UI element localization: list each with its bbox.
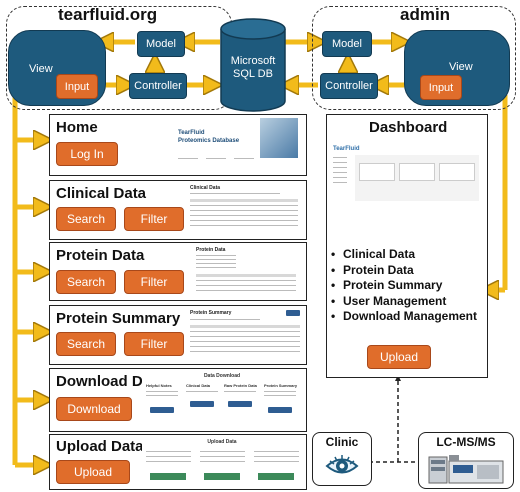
download-col-notes: Helpful Notes bbox=[146, 383, 172, 388]
summary-search-button[interactable]: Search bbox=[56, 332, 116, 356]
home-title: Home bbox=[56, 119, 98, 136]
upload-title: Upload Data bbox=[56, 438, 144, 455]
mass-spectrometer-icon bbox=[428, 455, 504, 484]
clinic-label: Clinic bbox=[325, 435, 359, 449]
summary-title: Protein Summary bbox=[56, 310, 181, 327]
download-col-clinical: Clinical Data bbox=[186, 383, 211, 388]
tearfluid-group-title: tearfluid.org bbox=[58, 5, 158, 24]
protein-filter-button[interactable]: Filter bbox=[124, 270, 184, 294]
db-label-line2: SQL DB bbox=[233, 68, 273, 80]
clinical-search-button[interactable]: Search bbox=[56, 207, 116, 231]
clinical-title: Clinical Data bbox=[56, 185, 147, 202]
download-title: Download Data bbox=[56, 373, 165, 390]
download-button[interactable]: Download bbox=[56, 397, 132, 421]
public-input-box: Input bbox=[56, 74, 98, 99]
dashboard-item-users[interactable]: User Management bbox=[331, 294, 477, 310]
home-thumbnail: TearFluid Proteomics Database bbox=[170, 118, 300, 172]
lcms-label: LC-MS/MS bbox=[436, 435, 496, 449]
dashboard-item-download-mgmt[interactable]: Download Management bbox=[331, 309, 477, 325]
dashboard-title: Dashboard bbox=[369, 119, 448, 136]
protein-thumb-title: Protein Data bbox=[196, 247, 226, 253]
protein-search-button[interactable]: Search bbox=[56, 270, 116, 294]
admin-group bbox=[312, 6, 516, 110]
lcms-box: LC-MS/MS bbox=[418, 432, 514, 489]
admin-model-box: Model bbox=[322, 31, 372, 57]
dashboard-upload-button[interactable]: Upload bbox=[367, 345, 431, 369]
protein-thumbnail: Protein Data bbox=[194, 245, 302, 297]
clinical-filter-button[interactable]: Filter bbox=[124, 207, 184, 231]
clinic-box: Clinic bbox=[312, 432, 372, 486]
public-model-box: Model bbox=[137, 31, 185, 57]
upload-data-button[interactable]: Upload bbox=[56, 460, 130, 484]
dashboard-item-protein[interactable]: Protein Data bbox=[331, 263, 477, 279]
protein-title: Protein Data bbox=[56, 247, 145, 264]
download-panel: Download Data Download Data Download Hel… bbox=[49, 368, 307, 432]
login-button[interactable]: Log In bbox=[56, 142, 118, 166]
sql-db-cylinder bbox=[220, 18, 286, 112]
summary-thumb-title: Protein Summary bbox=[190, 310, 232, 316]
home-photo bbox=[260, 118, 298, 158]
upload-thumbnail: Upload Data bbox=[142, 437, 302, 487]
admin-controller-box: Controller bbox=[320, 73, 378, 99]
clinical-panel: Clinical Data Search Filter Clinical Dat… bbox=[49, 180, 307, 240]
db-label-line1: Microsoft bbox=[230, 55, 276, 67]
admin-view-label: View bbox=[449, 61, 473, 73]
dashboard-thumbnail: TearFluid bbox=[331, 143, 483, 213]
home-panel: Home Log In TearFluid Proteomics Databas… bbox=[49, 114, 307, 176]
download-thumb-title: Data Download bbox=[203, 373, 241, 379]
summary-filter-button[interactable]: Filter bbox=[124, 332, 184, 356]
clinical-thumbnail: Clinical Data bbox=[188, 183, 303, 235]
admin-input-box: Input bbox=[420, 75, 462, 100]
dashboard-menu-list: Clinical Data Protein Data Protein Summa… bbox=[331, 247, 477, 325]
clinical-thumb-title: Clinical Data bbox=[190, 185, 221, 191]
admin-group-title: admin bbox=[400, 5, 451, 24]
protein-panel: Protein Data Search Filter Protein Data bbox=[49, 242, 307, 301]
summary-thumbnail: Protein Summary bbox=[188, 308, 303, 361]
upload-panel: Upload Data Upload Upload Data bbox=[49, 434, 307, 490]
public-controller-box: Controller bbox=[129, 73, 187, 99]
upload-thumb-title: Upload Data bbox=[207, 439, 237, 445]
home-brand-line2: Proteomics Database bbox=[178, 138, 240, 144]
home-brand-line1: TearFluid bbox=[178, 130, 205, 136]
download-thumbnail: Data Download Helpful Notes Clinical Dat… bbox=[142, 371, 302, 427]
dashboard-panel: Dashboard TearFluid Clinical Data Protei… bbox=[326, 114, 488, 378]
summary-panel: Protein Summary Search Filter Protein Su… bbox=[49, 305, 307, 365]
download-col-raw: Raw Protein Data bbox=[224, 383, 257, 388]
eye-icon bbox=[325, 455, 359, 474]
dashboard-brand: TearFluid bbox=[333, 146, 360, 152]
public-view-label: View bbox=[29, 63, 53, 75]
dashboard-item-clinical[interactable]: Clinical Data bbox=[331, 247, 477, 263]
download-col-summary: Protein Summary bbox=[264, 383, 298, 388]
dashboard-item-summary[interactable]: Protein Summary bbox=[331, 278, 477, 294]
